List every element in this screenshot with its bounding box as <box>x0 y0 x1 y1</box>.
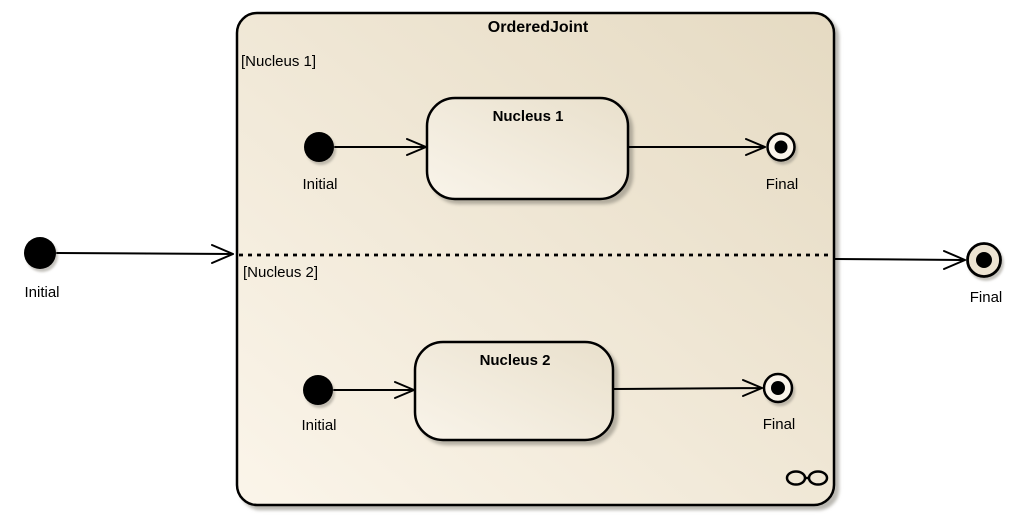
final-state-dot <box>771 381 785 395</box>
state-shape-nucleus1[interactable] <box>425 96 630 201</box>
region-1-label: [Nucleus 1] <box>241 53 316 70</box>
composite-state-title: OrderedJoint <box>488 19 589 36</box>
state-shape-nucleus2[interactable] <box>413 340 615 442</box>
initial-state-icon[interactable] <box>24 237 56 269</box>
outer-initial-node[interactable]: Initial <box>24 237 60 301</box>
outer-final-label: Final <box>970 289 1003 306</box>
state-nucleus-1-title: Nucleus 1 <box>493 108 564 125</box>
initial-state-icon[interactable] <box>303 375 333 405</box>
region-2-initial-node[interactable]: Initial <box>301 375 337 434</box>
state-nucleus-2-title: Nucleus 2 <box>480 352 551 369</box>
region-2-final-label: Final <box>763 416 796 433</box>
transition-nucleus2-to-final[interactable] <box>612 379 763 397</box>
region-2-initial-label: Initial <box>301 417 336 434</box>
region-1-final-node[interactable]: Final <box>766 132 799 194</box>
region-2-label: [Nucleus 2] <box>243 264 318 281</box>
final-state-dot <box>774 140 788 154</box>
state-nucleus-2[interactable]: Nucleus 2 <box>413 340 615 442</box>
initial-state-icon[interactable] <box>304 132 334 162</box>
transition-nucleus1-to-final[interactable] <box>628 138 766 156</box>
transition-initial-to-nucleus1[interactable] <box>334 138 427 156</box>
region-2: Initial Nucleus 2 Final <box>301 340 796 442</box>
outer-final-node[interactable]: Final <box>966 242 1003 307</box>
region-1: Initial Nucleus 1 Final <box>302 96 799 201</box>
outer-initial-label: Initial <box>24 284 59 301</box>
region-2-final-node[interactable]: Final <box>763 372 796 433</box>
region-1-initial-label: Initial <box>302 176 337 193</box>
state-nucleus-1[interactable]: Nucleus 1 <box>425 96 630 201</box>
transition-frame-to-outer-final[interactable] <box>834 250 966 270</box>
region-1-initial-node[interactable]: Initial <box>302 132 338 193</box>
transition-outer-initial-to-frame[interactable] <box>56 244 234 264</box>
final-state-dot <box>976 252 992 268</box>
submachine-state-glasses-icon <box>785 470 829 486</box>
region-1-final-label: Final <box>766 176 799 193</box>
transition-initial-to-nucleus2[interactable] <box>333 381 415 399</box>
